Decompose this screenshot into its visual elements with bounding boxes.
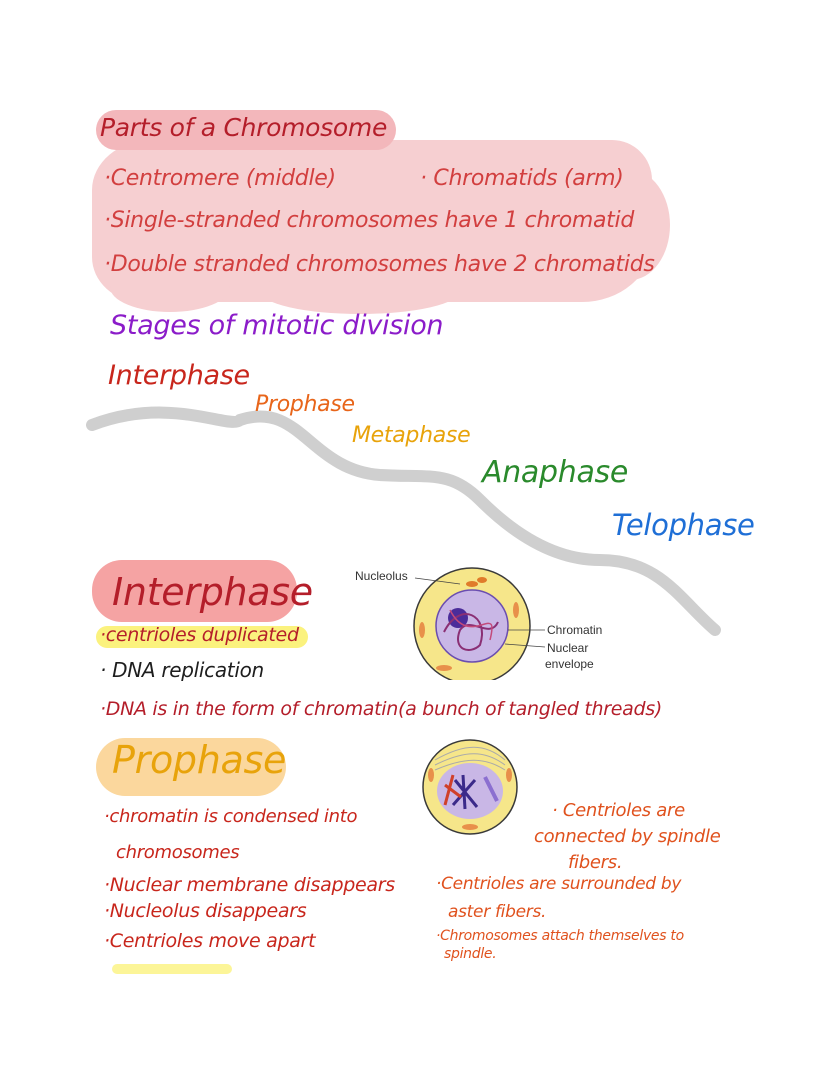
yellow-highlight-fragment bbox=[112, 964, 232, 974]
interphase-bullet: ·DNA is in the form of chromatin(a bunch… bbox=[100, 698, 662, 720]
stage-anaphase: Anaphase bbox=[482, 455, 629, 490]
chromosome-bullet: ·Single-stranded chromosomes have 1 chro… bbox=[104, 208, 634, 233]
prophase-cell-diagram bbox=[422, 739, 518, 835]
prophase-right-bullet: fibers. bbox=[568, 852, 623, 873]
prophase-bullet: chromosomes bbox=[116, 842, 240, 863]
stage-interphase: Interphase bbox=[108, 360, 250, 391]
interphase-title: Interphase bbox=[112, 570, 313, 614]
prophase-title: Prophase bbox=[112, 738, 287, 782]
chromosome-bullet: ·Double stranded chromosomes have 2 chro… bbox=[104, 252, 655, 277]
prophase-highlight bbox=[96, 738, 286, 796]
prophase-bullet: ·chromatin is condensed into bbox=[104, 806, 358, 827]
interphase-bullet: ·centrioles duplicated bbox=[100, 624, 299, 646]
interphase-cell-diagram bbox=[413, 567, 546, 680]
highlight-bump bbox=[110, 262, 230, 312]
highlight-bump bbox=[96, 150, 176, 220]
stage-metaphase: Metaphase bbox=[352, 423, 471, 448]
interphase-bullet: · DNA replication bbox=[100, 658, 264, 682]
chromosome-title: Parts of a Chromosome bbox=[100, 113, 388, 142]
prophase-right-bullet: spindle. bbox=[444, 946, 497, 962]
title-highlight bbox=[96, 110, 396, 150]
yellow-highlight bbox=[96, 626, 308, 648]
label-nucleolus: Nucleolus bbox=[355, 569, 408, 583]
prophase-bullet: ·Centrioles move apart bbox=[104, 930, 316, 952]
stage-telophase: Telophase bbox=[612, 508, 755, 542]
prophase-right-bullet: ·Centrioles are surrounded by bbox=[436, 874, 682, 894]
label-nuclear: Nuclear bbox=[547, 641, 589, 655]
label-envelope: envelope bbox=[545, 657, 594, 671]
stages-title: Stages of mitotic division bbox=[110, 310, 444, 341]
prophase-right-bullet: aster fibers. bbox=[448, 902, 547, 922]
prophase-right-bullet: · Centrioles are bbox=[552, 800, 685, 821]
prophase-bullet: ·Nuclear membrane disappears bbox=[104, 874, 395, 896]
prophase-right-bullet: connected by spindle bbox=[534, 826, 721, 847]
stage-prophase: Prophase bbox=[255, 392, 355, 417]
chromosome-bullet: ·Centromere (middle) bbox=[104, 166, 336, 191]
highlight-bump bbox=[590, 170, 670, 280]
interphase-highlight bbox=[92, 560, 297, 622]
label-chromatin: Chromatin bbox=[547, 623, 603, 637]
chromosome-bullet: · Chromatids (arm) bbox=[420, 166, 624, 191]
prophase-bullet: ·Nucleolus disappears bbox=[104, 900, 307, 922]
highlight-bump bbox=[260, 268, 460, 314]
prophase-right-bullet: ·Chromosomes attach themselves to bbox=[436, 928, 684, 944]
